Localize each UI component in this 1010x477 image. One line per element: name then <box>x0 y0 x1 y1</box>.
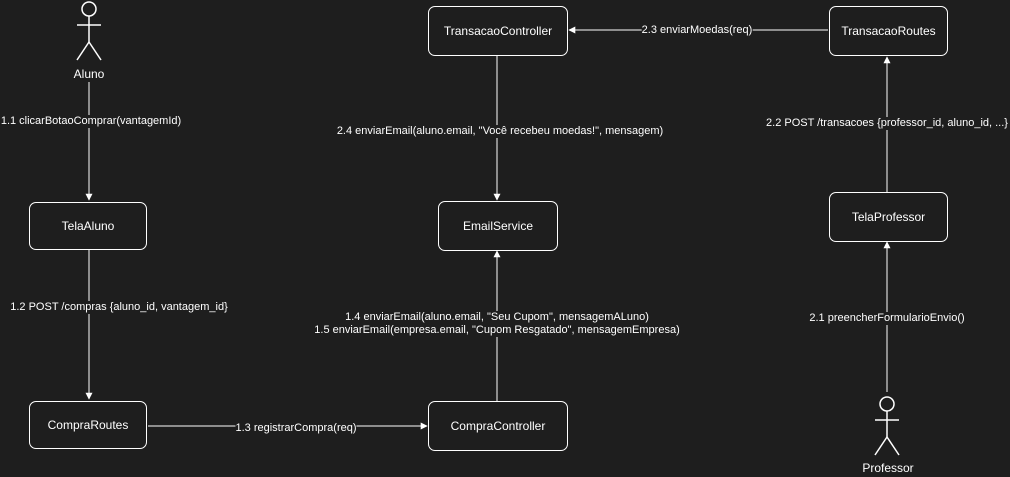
compra-routes-node: CompraRoutes <box>29 401 147 449</box>
message-1-1-label: 1.1 clicarBotaoComprar(vantagemId) <box>0 115 182 128</box>
compra-controller-node: CompraController <box>428 401 568 451</box>
message-2-2-label: 2.2 POST /transacoes {professor_id, alun… <box>766 117 1008 130</box>
message-1-5-label: 1.5 enviarEmail(empresa.email, "Cupom Re… <box>314 324 680 337</box>
email-service-node: EmailService <box>438 201 558 251</box>
message-1-3-label: 1.3 registrarCompra(req) <box>235 422 357 435</box>
message-2-1-label: 2.1 preencherFormularioEnvio() <box>809 312 965 325</box>
transacao-routes-node: TransacaoRoutes <box>829 6 948 56</box>
aluno-actor-label: Aluno <box>73 67 105 81</box>
professor-actor-label: Professor <box>862 461 914 475</box>
message-2-3-label: 2.3 enviarMoedas(req) <box>641 24 753 37</box>
aluno-actor-icon <box>76 1 102 61</box>
message-2-4-label: 2.4 enviarEmail(aluno.email, "Você receb… <box>336 125 664 138</box>
tela-aluno-node: TelaAluno <box>29 202 147 250</box>
transacao-controller-node: TransacaoController <box>428 6 568 56</box>
message-1-4-label: 1.4 enviarEmail(aluno.email, "Seu Cupom"… <box>345 311 649 324</box>
tela-professor-node: TelaProfessor <box>829 192 948 242</box>
professor-actor-icon <box>874 396 900 456</box>
message-1-2-label: 1.2 POST /compras {aluno_id, vantagem_id… <box>10 301 228 314</box>
